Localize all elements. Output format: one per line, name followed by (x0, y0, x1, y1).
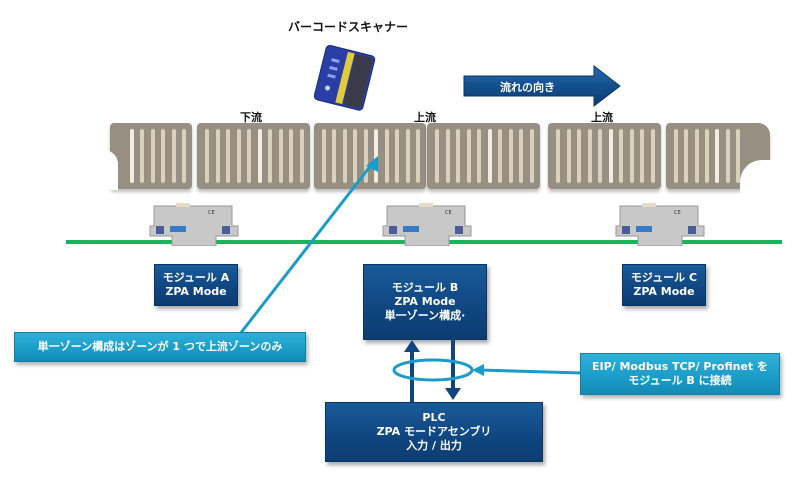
conveyor-zone-5 (548, 123, 661, 189)
network-callout-line2: モジュール B に接続 (628, 374, 732, 387)
network-callout-line (479, 368, 583, 375)
module-b-box: モジュール B ZPA Mode 単一ゾーン構成· (363, 264, 487, 340)
conveyor-zone-4 (427, 123, 540, 189)
plc-box: PLC ZPA モードアセンブリ 入力 / 出力 (325, 402, 543, 462)
module-c-mode: ZPA Mode (633, 285, 695, 298)
callout-arrowhead-icon (472, 364, 484, 376)
zone-label-downstream: 下流 (240, 111, 262, 124)
module-device-b: CE (382, 203, 472, 246)
module-c-title: モジュール C (630, 271, 698, 284)
svg-text:CE: CE (674, 210, 681, 216)
scanner-label: バーコードスキャナー (288, 20, 409, 34)
module-a-mode: ZPA Mode (165, 285, 227, 298)
plc-title: PLC (422, 411, 446, 424)
conveyor-zone-3 (314, 123, 426, 189)
module-b-mode: ZPA Mode (394, 295, 456, 308)
module-b-title: モジュール B (391, 281, 459, 294)
flow-direction-arrow (463, 64, 621, 108)
zone-label-upstream-b: 上流 (414, 111, 436, 124)
conveyor-zone-2 (197, 123, 310, 189)
up-arrowhead-icon (404, 340, 420, 352)
conveyor-end-cutout (740, 160, 784, 196)
plc-assembly: ZPA モードアセンブリ (376, 425, 492, 438)
single-zone-callout-line (238, 163, 374, 335)
module-device-c: CE (615, 203, 705, 246)
single-zone-arrowhead-icon (366, 156, 378, 172)
module-device-a: CE (149, 203, 239, 246)
single-zone-callout: 単一ゾーン構成はゾーンが 1 つで上流ゾーンのみ (14, 332, 306, 362)
svg-text:CE: CE (445, 210, 452, 216)
network-callout: EIP/ Modbus TCP/ Profinet を モジュール B に接続 (580, 353, 780, 395)
conveyor-zone-1 (110, 123, 192, 189)
network-callout-line1: EIP/ Modbus TCP/ Profinet を (591, 360, 769, 373)
conveyor-start-cutout (100, 150, 118, 190)
module-b-config: 単一ゾーン構成· (384, 309, 466, 322)
single-zone-callout-text: 単一ゾーン構成はゾーンが 1 つで上流ゾーンのみ (37, 340, 283, 353)
down-arrowhead-icon (445, 388, 461, 400)
module-a-box: モジュール A ZPA Mode (154, 264, 238, 306)
flow-direction-label: 流れの向き (500, 81, 555, 94)
plc-io: 入力 / 出力 (406, 439, 462, 452)
zone-label-upstream-c: 上流 (591, 111, 613, 124)
module-c-box: モジュール C ZPA Mode (622, 264, 706, 306)
module-a-title: モジュール A (162, 271, 230, 284)
network-ellipse (392, 358, 474, 382)
barcode-scanner-icon (313, 44, 376, 111)
svg-text:CE: CE (208, 210, 215, 216)
